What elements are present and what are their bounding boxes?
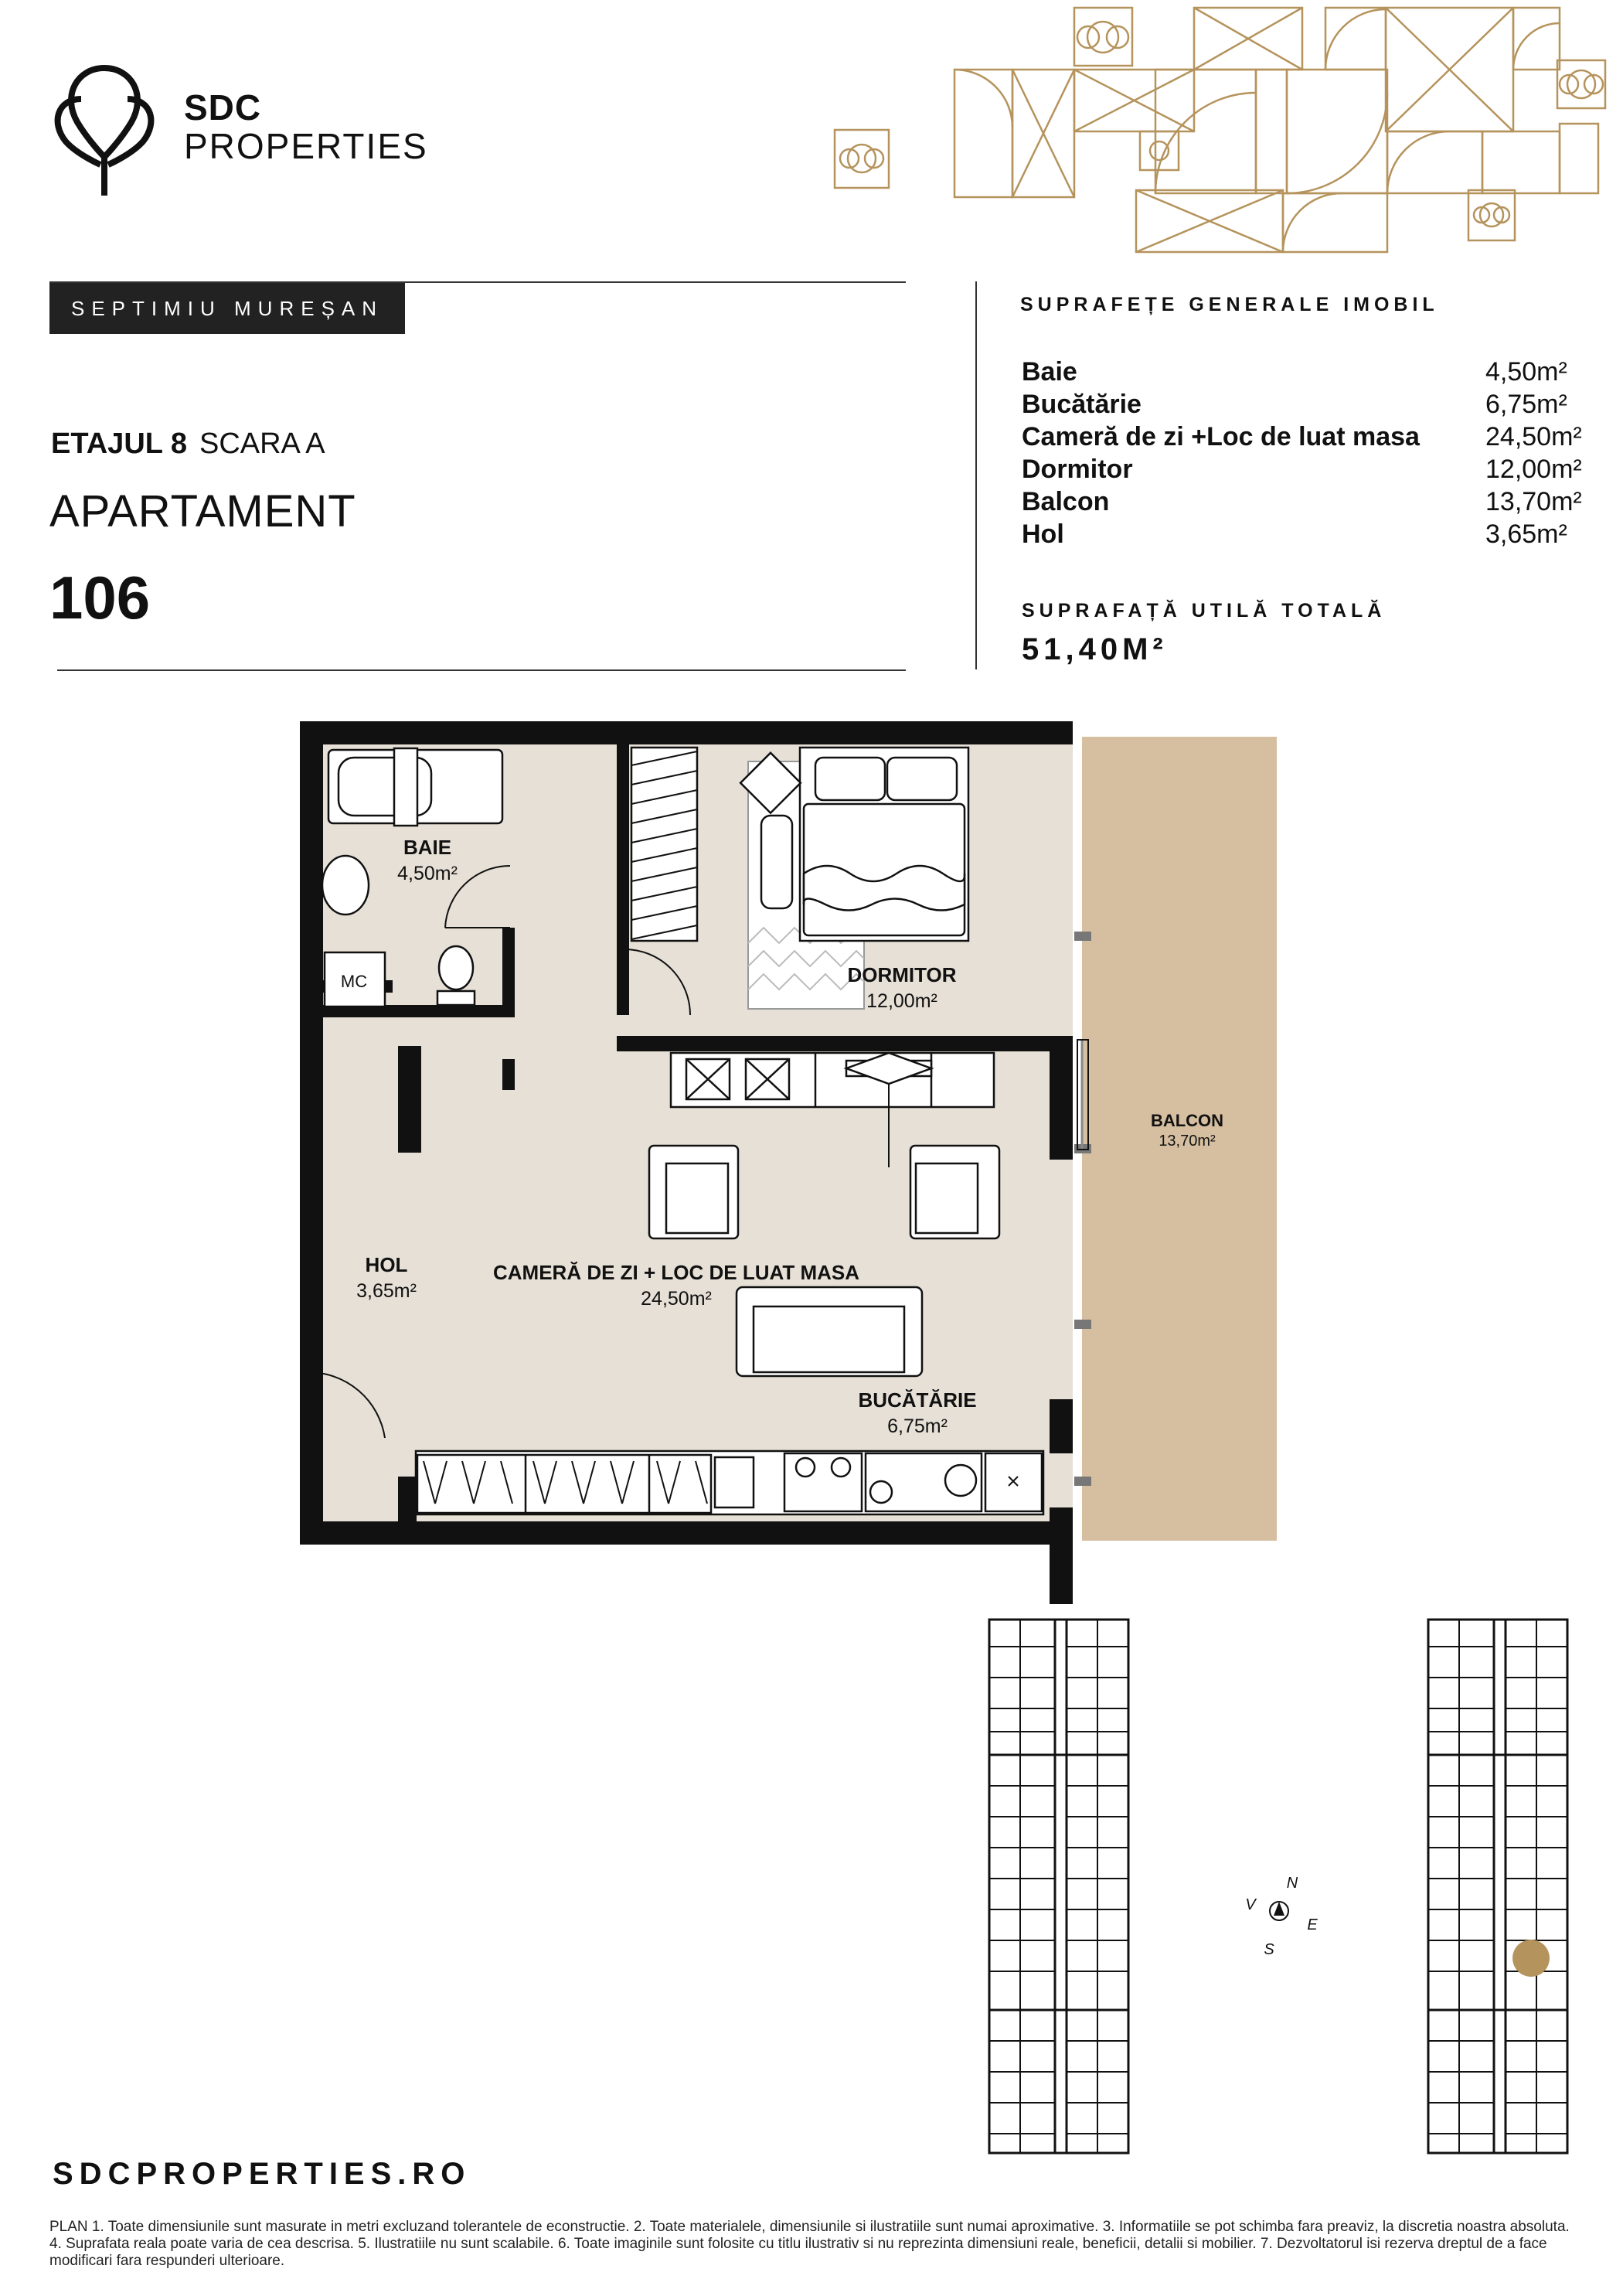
floor-line: ETAJUL 8 SCARA A xyxy=(51,428,325,461)
summary-title: SUPRAFEȚE GENERALE IMOBIL xyxy=(1020,294,1439,315)
mc-label: MC xyxy=(341,972,367,991)
sink xyxy=(321,854,370,916)
header-vertical-divider xyxy=(975,281,977,669)
washing-machine xyxy=(323,951,386,1008)
staircase: SCARA A xyxy=(199,428,325,460)
room-bucatarie-area: 6,75m² xyxy=(887,1415,948,1437)
room-bucatarie-label: BUCĂTĂRIE xyxy=(858,1388,976,1412)
apartment-number: 106 xyxy=(49,564,151,632)
compass-south: S xyxy=(1264,1941,1274,1958)
room-living-label: CAMERĂ DE ZI + LOC DE LUAT MASA xyxy=(493,1261,859,1284)
header-divider-top xyxy=(49,281,906,283)
apartment-title: APARTAMENT xyxy=(49,486,356,537)
room-dormitor-label: DORMITOR xyxy=(847,963,956,986)
building-keyplan-right xyxy=(1427,1618,1569,2155)
total-area-label: SUPRAFAȚĂ UTILĂ TOTALĂ xyxy=(1022,600,1387,622)
footer-website-link[interactable]: SDCPROPERTIES.RO xyxy=(53,2157,471,2191)
building-keyplan-left xyxy=(988,1618,1130,2155)
room-baie-label: BAIE xyxy=(403,836,451,859)
compass-north: N xyxy=(1287,1875,1298,1892)
stove xyxy=(783,1452,863,1513)
room-dormitor-area: 12,00m² xyxy=(866,990,937,1012)
compass-icon: N E S V xyxy=(1245,1875,1318,1958)
decorative-geometric-ornament xyxy=(833,6,1607,254)
nightstand xyxy=(739,751,802,815)
footer-disclaimer: PLAN 1. Toate dimensiunile sunt masurate… xyxy=(49,2219,1570,2269)
toilet xyxy=(437,945,475,991)
brand-name-line2: PROPERTIES xyxy=(184,126,428,166)
compass-east: E xyxy=(1307,1916,1318,1933)
room-baie-area: 4,50m² xyxy=(397,863,458,884)
room-balcon-area: 13,70m² xyxy=(1159,1133,1216,1150)
floor-number: ETAJUL 8 xyxy=(51,428,187,460)
project-tag: SEPTIMIU MUREȘAN xyxy=(49,283,406,334)
header-divider-bottom xyxy=(57,669,906,671)
brand-name-line1: SDC xyxy=(184,87,262,128)
brand-logo-icon xyxy=(54,64,155,196)
wardrobe xyxy=(630,746,699,942)
total-area-value: 51,40M² xyxy=(1022,632,1168,666)
room-hol-area: 3,65m² xyxy=(356,1280,417,1302)
room-balcon-label: BALCON xyxy=(1151,1111,1223,1130)
compass-west: V xyxy=(1245,1896,1257,1913)
room-hol-label: HOL xyxy=(366,1253,408,1276)
kitchen-sink xyxy=(713,1456,755,1509)
room-living-area: 24,50m² xyxy=(641,1288,712,1310)
balcony-area xyxy=(1082,737,1277,1541)
apartment-location-marker xyxy=(1512,1940,1550,1977)
